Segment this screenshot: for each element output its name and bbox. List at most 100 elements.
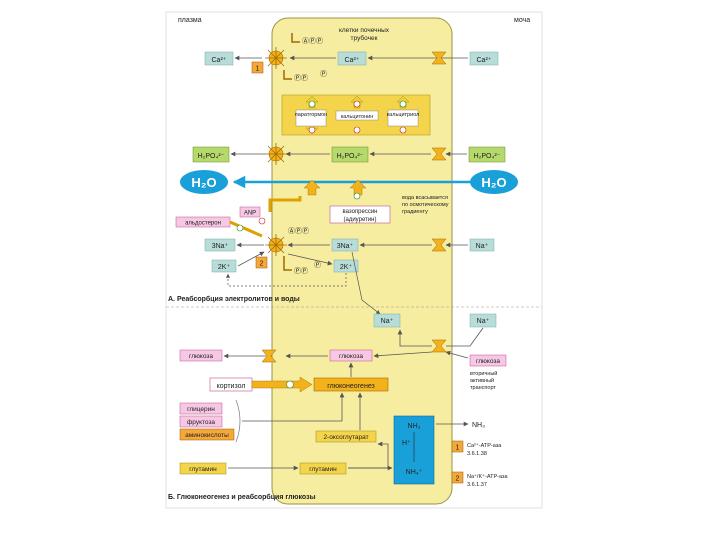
k-cell-box <box>333 259 359 273</box>
oxoglutarate-box <box>315 430 377 443</box>
legend2-num: 2 <box>456 476 460 483</box>
na-b-urine: Na⁺ <box>477 318 490 325</box>
ca-plasma: Ca²⁺ <box>212 57 227 64</box>
aldosterone: альдостерон <box>185 221 221 227</box>
h2o-left-blob <box>180 170 228 194</box>
atp-top: ⒶⓅⓅ <box>302 37 323 45</box>
nh4-box: NH₄⁺ <box>406 469 423 476</box>
k-plasma-box <box>211 259 237 273</box>
amino-acids-box <box>179 428 235 441</box>
water-note-1: вода всасывается <box>402 195 448 201</box>
glucose-urine-box <box>469 354 507 367</box>
glycerol: глицерин <box>187 406 215 413</box>
na-cell: 3Na⁺ <box>337 243 354 250</box>
legend1-text-2: 3.6.1.38 <box>467 451 487 457</box>
legend1-text-1: Ca²⁺-АТР-аза <box>467 442 502 449</box>
na-channel-icon <box>431 238 447 252</box>
caption-a: А. Реабсорбция электролитов и воды <box>168 295 300 303</box>
na-plasma-box <box>204 238 236 252</box>
caption-b: Б. Глюконеогенез и реабсорбция глюкозы <box>168 493 316 501</box>
ca-urine: Ca²⁺ <box>477 57 492 64</box>
secondary-3: транспорт <box>470 385 496 391</box>
fructose-box <box>179 415 223 428</box>
ca-channel-icon <box>431 51 447 65</box>
na-cell-box <box>331 238 359 252</box>
glucose-cell-box <box>329 349 373 362</box>
h2po4-urine: H₂PO₄²⁻ <box>474 153 501 160</box>
h2po4-plasma: H₂PO₄²⁻ <box>198 153 225 160</box>
ca-cell: Ca²⁺ <box>345 57 360 64</box>
phosphate-channel-icon <box>431 147 447 161</box>
glutamine-cell-box <box>299 462 347 475</box>
h2o-right: H₂O <box>481 175 506 190</box>
plasma-label: плазма <box>178 17 202 24</box>
anp: ANP <box>244 211 256 217</box>
fructose: фруктоза <box>187 419 215 426</box>
cells-label-2: трубочек <box>351 34 378 42</box>
enzyme2: 2 <box>260 261 264 268</box>
gluconeogenesis-box <box>313 377 389 392</box>
cells-label-1: клетки почечных <box>339 27 390 34</box>
na-plasma: 3Na⁺ <box>212 243 229 250</box>
secondary-1: вторичный <box>470 370 497 377</box>
vasopressin-2: (адиуретин) <box>343 217 376 223</box>
ca-atpase-pump-icon <box>265 47 287 69</box>
nh3-box: NH₃ <box>408 423 421 430</box>
vasopressin-box <box>329 205 391 224</box>
ca-plasma-box <box>204 51 234 66</box>
ca-cell-box <box>337 51 367 66</box>
glutamine-plasma: глутамин <box>189 466 217 473</box>
glucose-plasma-box <box>179 349 223 362</box>
enzyme2-box <box>255 256 268 269</box>
atp-mid: ⒶⓅⓅ <box>288 227 309 235</box>
enzyme1-box <box>251 61 264 74</box>
enzyme1: 1 <box>256 66 260 73</box>
legend2-box <box>451 471 464 484</box>
amino-acids: аминокислоты <box>185 432 229 439</box>
na-k-atpase-pump-icon <box>265 234 287 256</box>
p-top: Ⓟ <box>320 70 327 78</box>
anp-box <box>239 206 261 218</box>
secondary-2: активный <box>470 377 494 384</box>
oxoglutarate: 2-оксоглутарат <box>323 434 368 441</box>
glucose-channel-icon <box>261 349 277 363</box>
parathormone-box <box>295 109 327 127</box>
calcitonin-box <box>335 110 379 121</box>
legend1-box <box>451 440 464 453</box>
na-b-cell-box <box>373 313 401 328</box>
legend1-num: 1 <box>456 445 460 452</box>
k-plasma: 2K⁺ <box>218 264 231 271</box>
adp-top: ⓅⓅ <box>294 74 308 82</box>
na-urine: Na⁺ <box>476 243 489 250</box>
nh3-urine: NH₃ <box>472 422 485 429</box>
water-note-2: по осмотическому <box>402 202 449 208</box>
legend2-text-1: Na⁺/K⁺-АТР-аза <box>467 473 508 480</box>
na-urine-box <box>469 238 495 252</box>
glucose-cell: глюкоза <box>339 353 363 360</box>
legend2-text-2: 3.6.1.37 <box>467 482 487 488</box>
hormone-calcitriol: кальцитриол <box>387 112 420 118</box>
glutamine-plasma-box <box>179 462 227 475</box>
h2po4-cell: H₂PO₄²⁻ <box>337 153 364 160</box>
calcitriol-box <box>387 109 419 127</box>
water-note-3: градиенту <box>402 209 428 215</box>
h-box: H⁺ <box>402 440 411 447</box>
hormone-parathormone: паратгормон <box>295 112 327 118</box>
glutamine-cell: глутамин <box>309 466 337 473</box>
k-cell: 2K⁺ <box>340 264 353 271</box>
h2po4-cell-box <box>331 146 369 163</box>
h2po4-urine-box <box>468 146 506 163</box>
h2o-left: H₂O <box>191 175 216 190</box>
hormone-calcitonin: кальцитонин <box>341 114 374 120</box>
h2o-right-blob <box>470 170 518 194</box>
na-b-urine-box <box>469 313 497 328</box>
glycerol-box <box>179 402 223 415</box>
h2po4-plasma-box <box>192 146 230 163</box>
urine-label: моча <box>514 17 530 24</box>
vasopressin-1: вазопрессин <box>343 209 378 215</box>
adp-mid: ⓅⓅ <box>294 267 308 275</box>
diagram-frame <box>165 11 543 509</box>
gluconeogenesis: глюконеогенез <box>327 383 375 390</box>
na-b-cell: Na⁺ <box>381 318 394 325</box>
